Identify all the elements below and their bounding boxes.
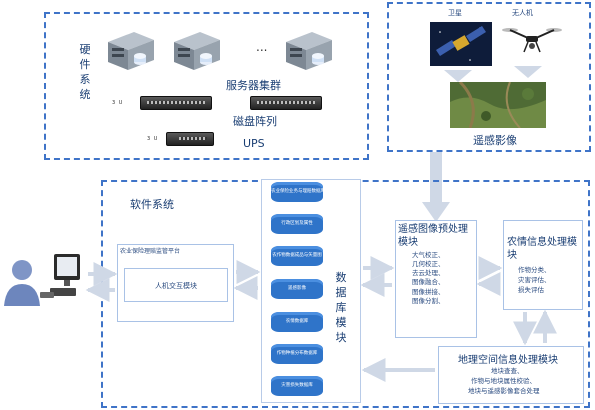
db-item: 行政区划及属性 bbox=[271, 214, 323, 234]
preprocess-item: 图像融合、 bbox=[412, 278, 445, 286]
geo-info-item: 作物与地块属性校验、 bbox=[471, 377, 536, 385]
server-icon bbox=[286, 32, 332, 70]
computer-icon bbox=[40, 254, 80, 298]
db-item: 灾害损失数据库 bbox=[271, 376, 323, 396]
disk-array-rack bbox=[140, 96, 212, 110]
geo-info-item: 地块与遥感影像套合处理 bbox=[468, 387, 540, 395]
server-cluster-label: 服务器集群 bbox=[226, 79, 281, 92]
agri-info-item: 灾害评估、 bbox=[518, 276, 551, 284]
drone-icon bbox=[502, 28, 562, 53]
software-system-title: 软件系统 bbox=[130, 198, 174, 211]
hardware-system-box bbox=[44, 12, 369, 160]
geo-info-item: 地块查查、 bbox=[491, 367, 524, 375]
disk-array-rack bbox=[250, 96, 322, 110]
ups-unit bbox=[166, 132, 214, 146]
down-arrow bbox=[422, 152, 450, 222]
agri-info-title: 农情信息处理模块 bbox=[507, 237, 577, 261]
remote-sensing-image-label: 遥感影像 bbox=[473, 134, 517, 147]
db-item: 农情数据库 bbox=[271, 312, 323, 332]
geo-info-module bbox=[438, 346, 584, 404]
ellipsis: ... bbox=[256, 40, 268, 54]
drone-label: 无人机 bbox=[512, 9, 533, 17]
down-arrow bbox=[444, 70, 472, 82]
hardware-system-title: 硬件系统 bbox=[79, 43, 91, 101]
server-icon bbox=[174, 32, 220, 70]
preprocess-title: 遥感图像预处理模块 bbox=[398, 224, 468, 248]
disk-array-label: 磁盘阵列 bbox=[233, 115, 277, 128]
agri-info-item: 作物分类、 bbox=[518, 266, 551, 274]
db-item: 农作物数据成品与矢量图 bbox=[271, 246, 323, 266]
preprocess-item: 图像拼接、 bbox=[412, 288, 445, 296]
database-label: 数据库模块 bbox=[335, 271, 347, 344]
remote-sensing-box bbox=[387, 2, 591, 152]
rack-unit-label: 3 U bbox=[147, 136, 159, 142]
geo-info-title: 地理空间信息处理模块 bbox=[458, 355, 558, 366]
user-icon bbox=[4, 260, 40, 306]
preprocess-item: 去云处理、 bbox=[412, 269, 445, 277]
preprocess-module bbox=[395, 220, 477, 338]
remote-sensing-image bbox=[450, 82, 546, 128]
down-arrow bbox=[514, 66, 542, 78]
platform-title: 农业保险理赔监管平台 bbox=[120, 248, 181, 255]
satellite-icon bbox=[430, 22, 492, 66]
db-item: 作物种植分布数据库 bbox=[271, 344, 323, 364]
agri-info-module bbox=[503, 220, 583, 310]
ups-label: UPS bbox=[243, 137, 265, 150]
hci-module[interactable]: 人机交互模块 bbox=[124, 268, 228, 302]
server-icon bbox=[108, 32, 154, 70]
satellite-label: 卫星 bbox=[448, 9, 462, 17]
preprocess-item: 几何校正、 bbox=[412, 260, 445, 268]
agri-info-item: 损失评估 bbox=[518, 286, 544, 294]
preprocess-item: 大气校正、 bbox=[412, 251, 445, 259]
rack-unit-label: 3 U bbox=[112, 100, 124, 106]
db-item: 遥感影像 bbox=[271, 279, 323, 299]
db-item: 农业保险业务与理赔数据库 bbox=[271, 182, 323, 202]
preprocess-item: 图像分割、 bbox=[412, 297, 445, 305]
